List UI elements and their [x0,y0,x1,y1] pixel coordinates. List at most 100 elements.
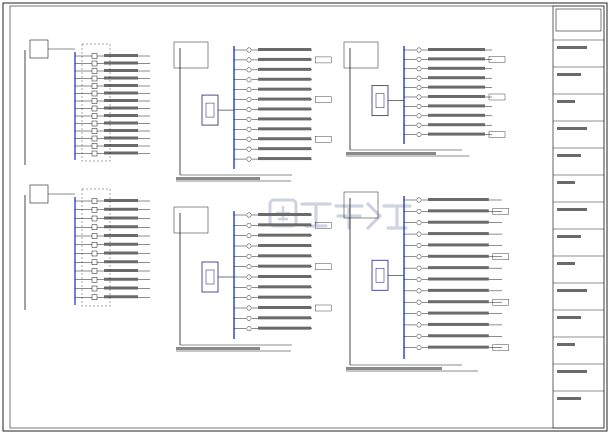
incoming-note-box [343,41,379,69]
transfer-switch-box [371,259,389,291]
circuit-breaker-symbol [416,242,422,248]
branch-tag-box [492,253,509,260]
branch-circuit [234,87,312,93]
title-block-row-mark [557,154,581,157]
branch-circuit [234,284,312,290]
branch-circuit [404,103,492,109]
branch-label-mark [104,286,138,290]
branch-label-mark [428,132,485,136]
branch-circuit [404,93,506,101]
branch-circuit [75,207,150,213]
branch-circuit [234,315,312,321]
title-block-row-mark [557,46,587,49]
branch-label-mark [428,334,489,338]
title-block-row-mark [557,370,587,373]
title-block-row-mark [557,208,587,211]
branch-tag-box [488,131,506,138]
branch-circuit [75,268,150,274]
circuit-breaker-symbol [246,87,252,93]
branch-circuit [404,131,506,138]
circuit-breaker-symbol [246,274,252,280]
title-block-row-mark [557,73,581,76]
title-block-row-mark [557,181,575,184]
title-block-frame [552,5,605,429]
branch-circuit [404,220,502,226]
circuit-breaker-symbol [246,315,252,321]
circuit-breaker-symbol [91,224,98,230]
incoming-note-box [173,206,209,234]
circuit-breaker-symbol [246,253,252,259]
schematic-bottom-right [343,191,509,372]
title-block-row-mark [557,316,581,319]
branch-label-mark [258,295,312,299]
branch-label-mark [258,107,312,111]
branch-circuit [75,224,150,230]
branch-circuit [75,215,150,222]
circuit-breaker-symbol [91,143,98,149]
schematic-top-right [343,41,506,157]
circuit-breaker-symbol [416,103,422,109]
branch-circuit [75,198,150,204]
title-block-row-mark [557,235,581,238]
tumu-zaixian-logo-wordmark [300,202,412,230]
branch-circuit [404,122,492,128]
branch-label-mark [428,76,485,80]
branch-circuit [75,120,150,127]
title-block-row-mark [557,262,575,265]
branch-label-mark [258,306,312,309]
branch-circuit [404,265,502,271]
circuit-breaker-symbol [416,47,422,53]
branch-circuit [404,288,502,294]
branch-label-mark [104,69,138,72]
circuit-breaker-symbol [416,277,422,282]
caption-mark [176,347,260,350]
title-block-logo-box [555,8,602,32]
switch-contact-symbol [205,102,215,118]
schematic-bottom-middle [173,206,332,352]
branch-circuit [234,263,332,270]
circuit-breaker-symbol [416,311,422,317]
branch-circuit [234,243,312,249]
branch-label-mark [104,234,138,237]
branch-label-mark [258,213,312,216]
circuit-breaker-symbol [91,105,98,112]
caption-mark [346,152,436,155]
branch-label-mark [104,295,138,299]
switch-contact-symbol [375,267,385,283]
circuit-breaker-symbol [91,75,98,82]
circuit-breaker-symbol [91,268,98,274]
title-block-row-mark [557,100,575,103]
branch-label-mark [258,264,312,268]
circuit-breaker-symbol [91,60,98,67]
branch-circuit [75,68,150,74]
branch-label-mark [428,345,489,349]
incoming-note-box [343,191,379,219]
branch-tag-box [315,263,332,270]
branch-label-mark [258,326,312,330]
branch-tag-box [315,136,332,143]
branch-circuit [75,83,150,89]
circuit-breaker-symbol [416,220,422,226]
branch-circuit [404,253,509,260]
branch-label-mark [104,121,138,125]
branch-circuit [404,242,502,248]
caption-mark [346,367,442,370]
branch-tag-box [315,304,332,312]
branch-label-mark [104,91,138,95]
branch-label-mark [104,151,138,155]
circuit-breaker-symbol [246,126,252,132]
branch-label-mark [104,225,138,229]
branch-circuit [234,233,312,239]
branch-circuit [75,150,150,157]
branch-label-mark [258,87,312,91]
branch-circuit [234,295,312,301]
branch-circuit [234,107,312,112]
circuit-breaker-symbol [246,243,252,249]
branch-label-mark [104,277,138,281]
branch-label-mark [428,113,485,117]
circuit-breaker-symbol [91,215,98,222]
branch-label-mark [104,136,138,140]
branch-label-mark [428,123,485,127]
circuit-breaker-symbol [416,288,422,294]
